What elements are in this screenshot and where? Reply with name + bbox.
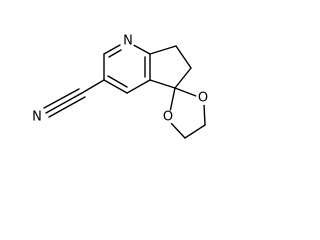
bond-c6-c5 [174, 67, 192, 89]
bond-ch2-o-top [203, 103, 206, 126]
bond-c7-c6 [175, 45, 192, 69]
bond-ch2-ch2 [184, 124, 206, 139]
atom-labels: N N O O [30, 34, 210, 125]
dioxolane-ring [169, 87, 206, 139]
bond-c2-n [103, 44, 121, 55]
bond-c3-cn [81, 79, 105, 94]
bond-c4-c3 [103, 79, 128, 94]
bond-c4-c3-inner [107, 75, 128, 88]
bond-c7a-c7 [149, 45, 177, 55]
pyridine-nitrogen-label: N [123, 34, 133, 49]
chemical-structure-diagram: N N O O [30, 34, 210, 139]
bond-c5-o-bottom [169, 87, 176, 113]
triple-bond-c [48, 96, 86, 118]
bond-c4a-c4 [126, 79, 151, 94]
triple-bond-a [45, 92, 83, 114]
pyridine-ring [103, 41, 151, 94]
nitrile-nitrogen-label: N [32, 110, 42, 125]
bond-c5-c4a [149, 79, 176, 89]
bond-c5-o-top [174, 87, 197, 97]
cyclopentane-ring [149, 45, 192, 89]
bond-c2-n-inner [108, 49, 122, 58]
nitrile-group [43, 79, 105, 118]
bond-o-bottom-ch2 [169, 121, 186, 139]
dioxolane-oxygen-top-label: O [198, 91, 208, 106]
triple-bond-b [43, 88, 80, 109]
dioxolane-oxygen-bottom-label: O [163, 110, 173, 125]
